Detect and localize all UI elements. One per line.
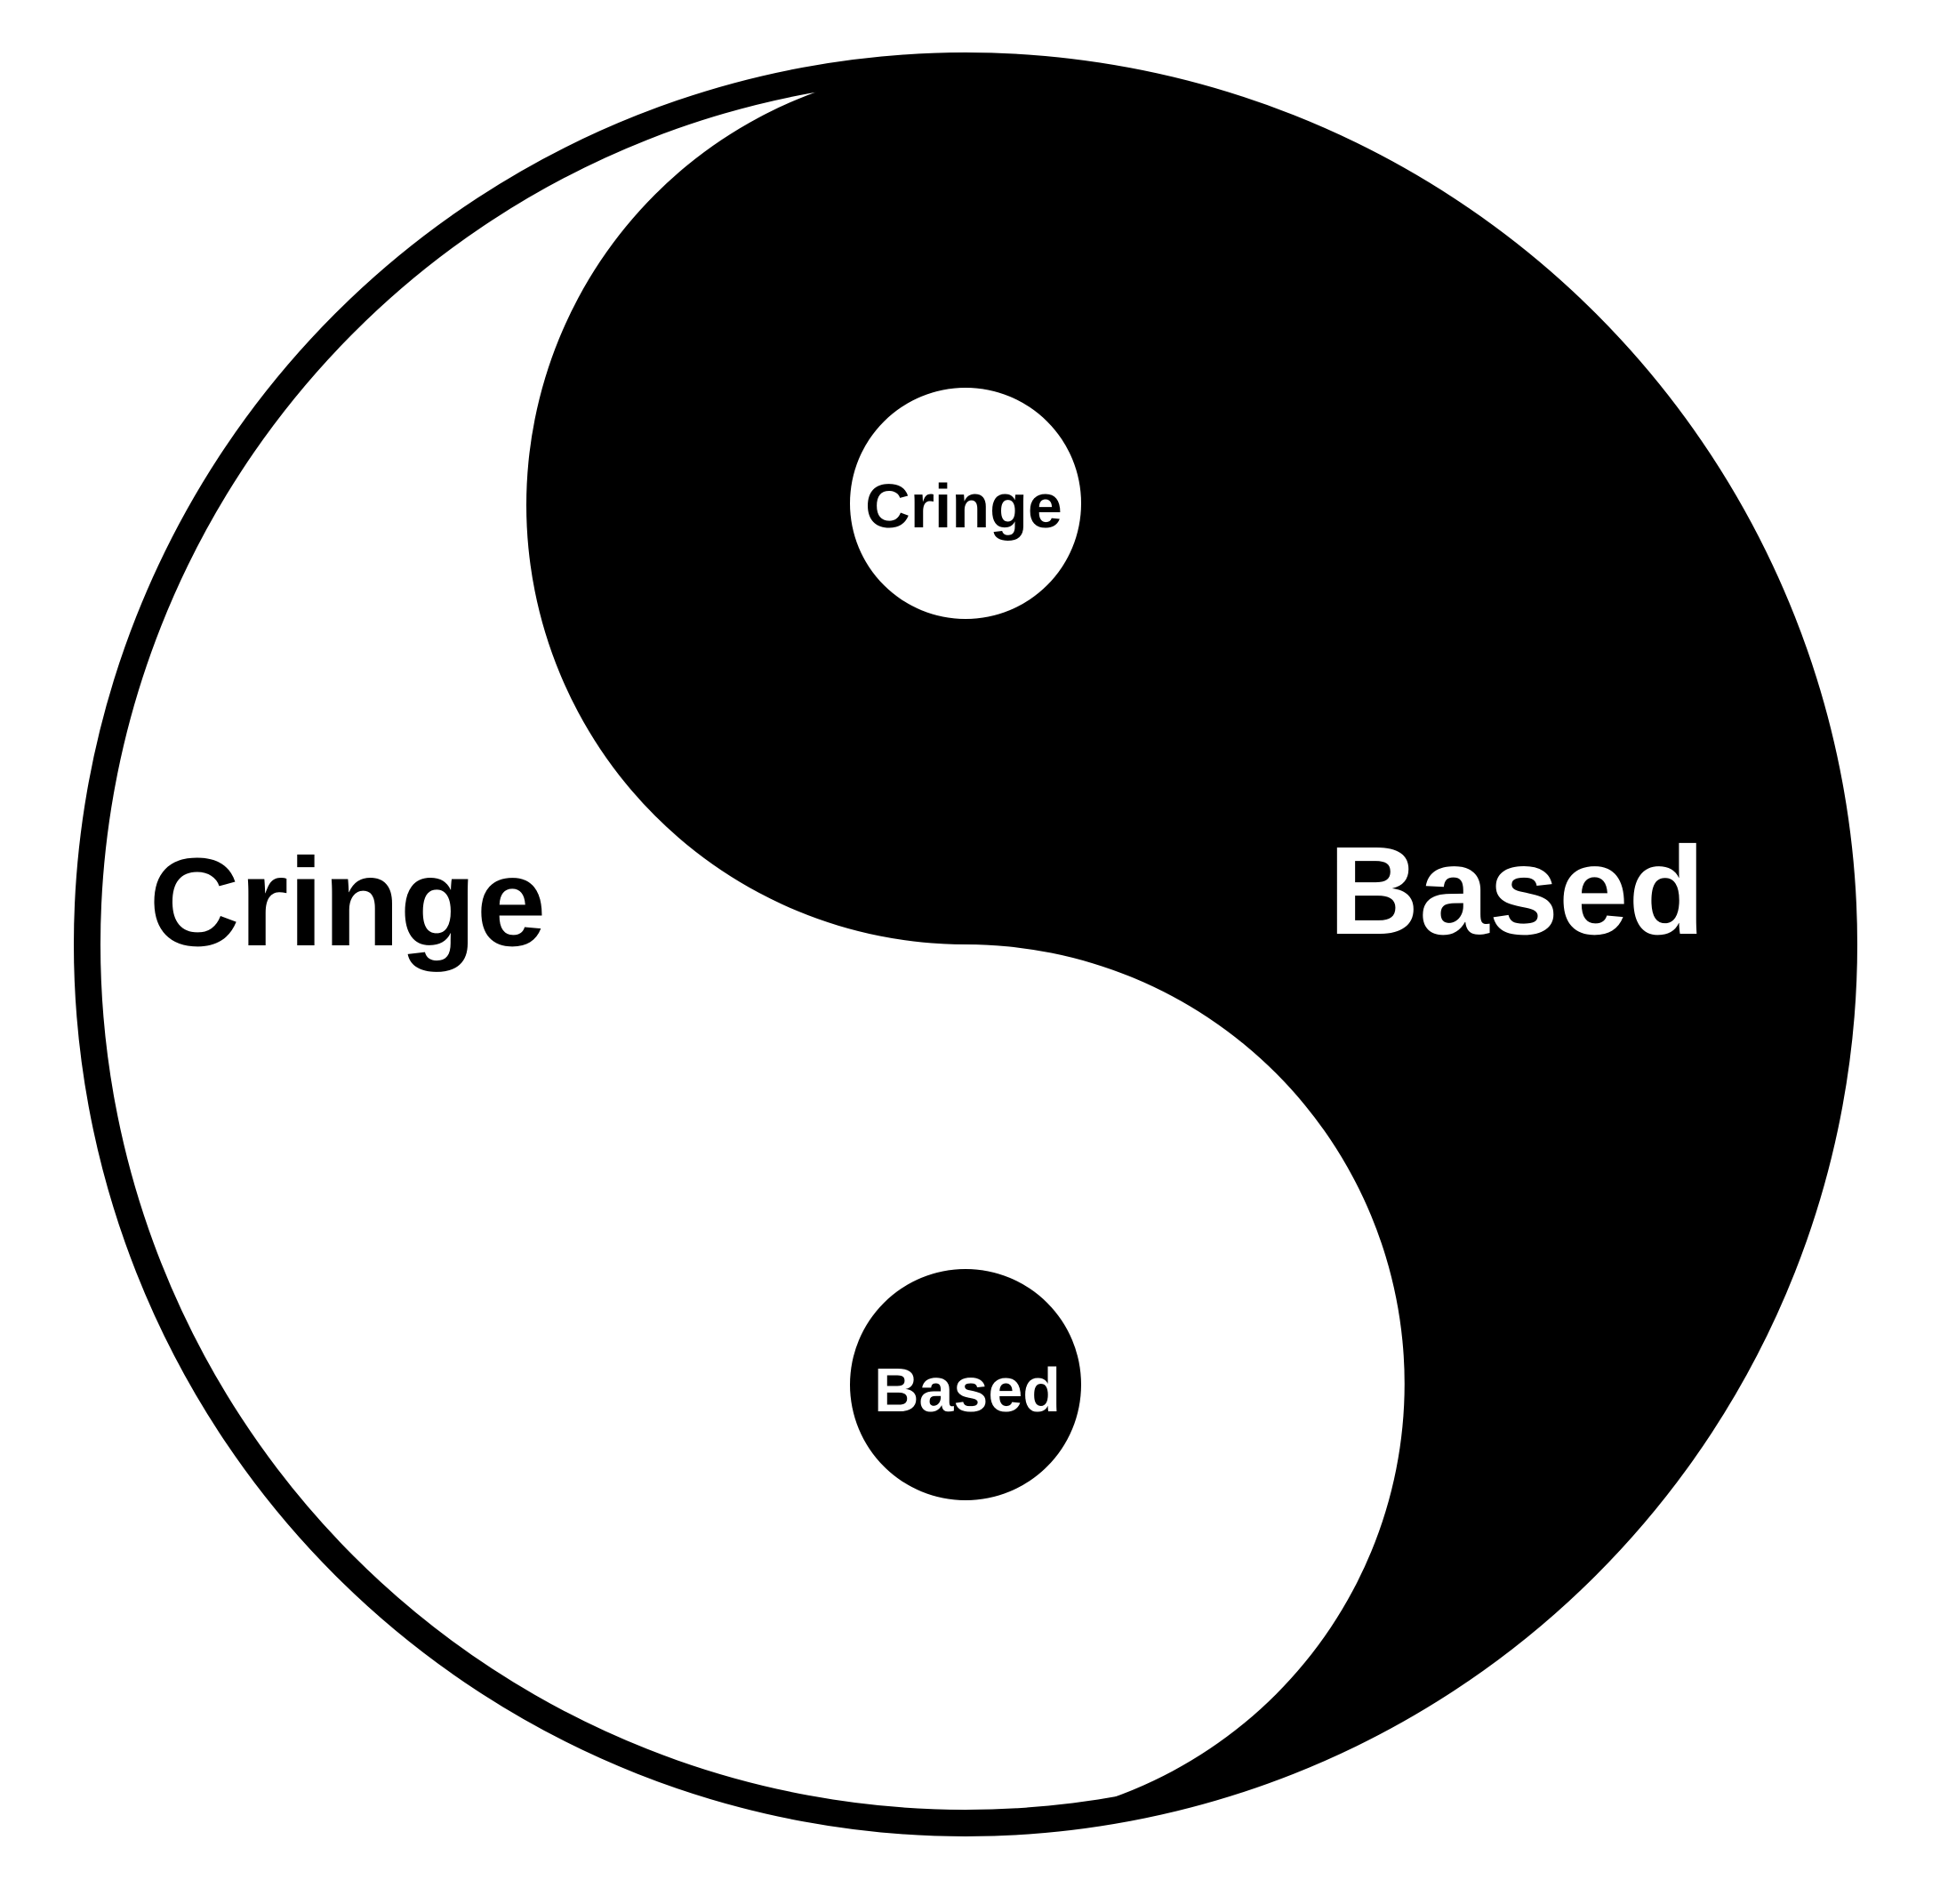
dot-in-light-half: [850, 1269, 1081, 1500]
dot-in-dark-half-label: Cringe: [865, 471, 1062, 541]
light-half-label: Cringe: [149, 831, 547, 972]
dark-half-label: Based: [1328, 820, 1704, 960]
dot-in-light-half-label: Based: [874, 1355, 1061, 1425]
dot-in-dark-half: [850, 388, 1081, 619]
outer-ring: [74, 52, 1857, 1836]
